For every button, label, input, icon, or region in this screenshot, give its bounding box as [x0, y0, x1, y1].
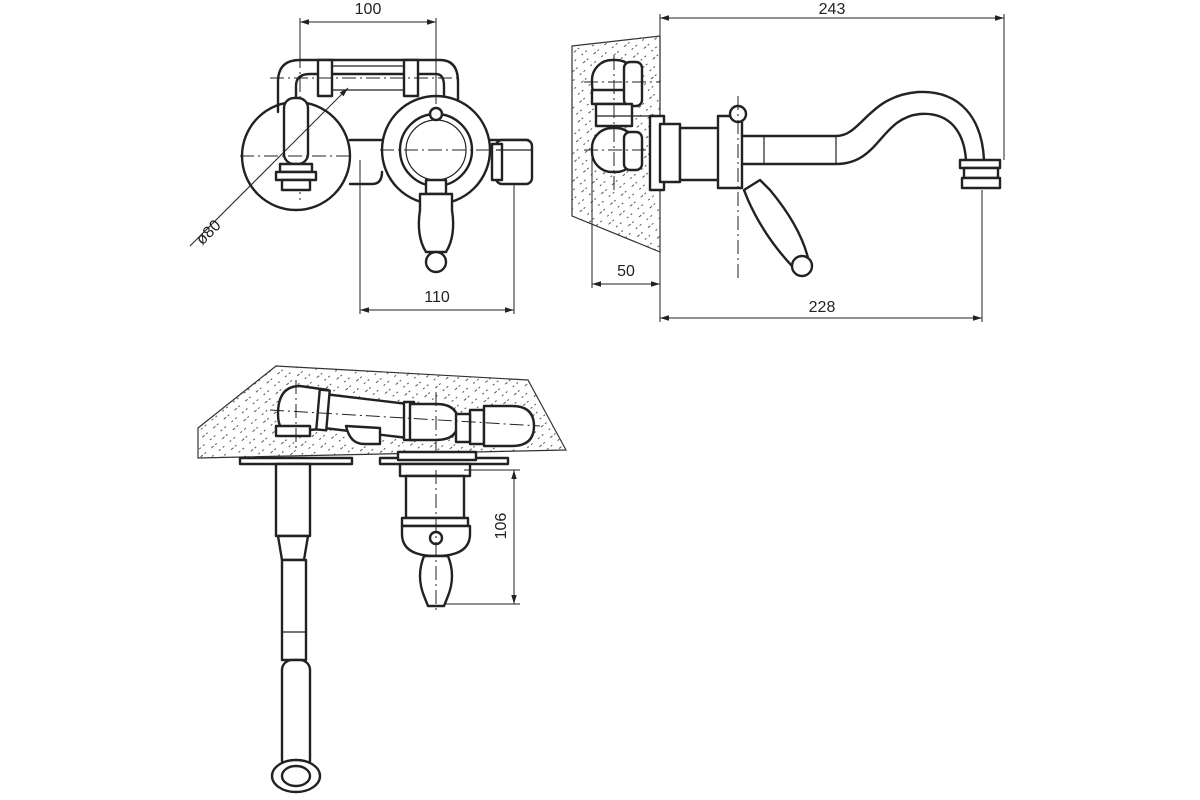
- dim-228: 228: [809, 299, 836, 316]
- dim-d80: ø80: [193, 217, 225, 249]
- side-view: 243 50 228: [571, 1, 1005, 322]
- dim-106: 106: [493, 513, 510, 540]
- dim-50: 50: [617, 263, 635, 280]
- front-view: 100 ø80 110: [189, 1, 534, 314]
- top-view: 106: [197, 365, 567, 794]
- dim-110: 110: [424, 289, 450, 306]
- dim-100: 100: [355, 1, 382, 18]
- dim-243: 243: [819, 1, 846, 18]
